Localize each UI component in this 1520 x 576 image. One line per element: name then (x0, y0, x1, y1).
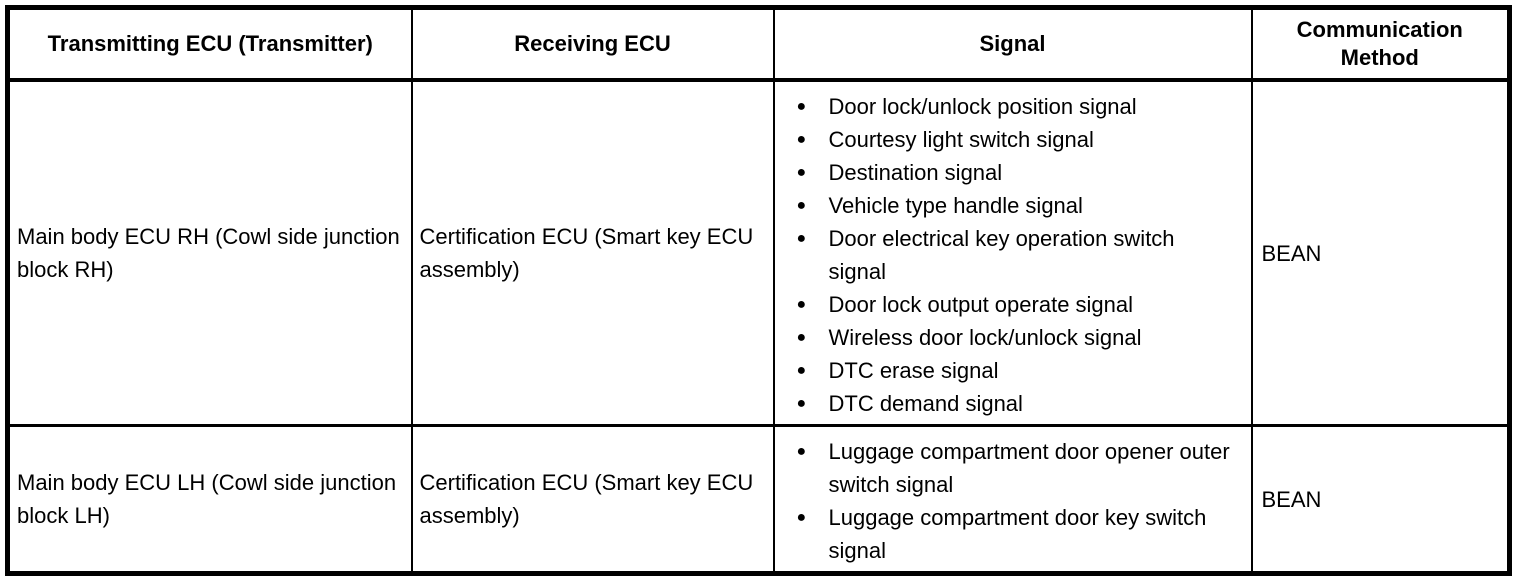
cell-communication-method: BEAN (1250, 424, 1511, 575)
signal-item: ● Luggage compartment door key switch sig… (775, 501, 1231, 567)
manual-page: Transmitting ECU (Transmitter) Receiving… (5, 5, 1512, 576)
bullet-icon: ● (796, 443, 807, 460)
signal-item: ● Door electrical key operation switch si… (775, 222, 1231, 288)
signal-item-label: Courtesy light switch signal (828, 127, 1094, 152)
cell-receiving-ecu: Certification ECU (Smart key ECU assembl… (410, 79, 775, 427)
signal-item-label: Luggage compartment door key switch sign… (828, 505, 1207, 563)
signal-list: ● Luggage compartment door opener outer s… (775, 435, 1231, 567)
signal-item: ● Vehicle type handle signal (775, 189, 1231, 222)
signal-item: ● Luggage compartment door opener outer s… (775, 435, 1231, 501)
signal-item: ● Wireless door lock/unlock signal (775, 321, 1231, 354)
bullet-icon: ● (796, 164, 807, 181)
bullet-icon: ● (796, 395, 807, 412)
cell-receiving-ecu: Certification ECU (Smart key ECU assembl… (410, 424, 775, 575)
cell-communication-method: BEAN (1250, 79, 1511, 427)
ecu-communication-table: Transmitting ECU (Transmitter) Receiving… (5, 5, 1512, 576)
cell-signals: ● Door lock/unlock position signal ● Courte… (772, 79, 1253, 427)
col-header-communication-method: Communication Method (1250, 6, 1511, 82)
signal-item-label: Wireless door lock/unlock signal (828, 325, 1142, 350)
signal-item-label: Door electrical key operation switch sig… (828, 226, 1175, 284)
signal-item: ● DTC demand signal (775, 387, 1231, 420)
signal-item-label: Vehicle type handle signal (828, 193, 1083, 218)
col-header-transmitting-ecu: Transmitting ECU (Transmitter) (6, 6, 413, 82)
signal-item-label: DTC erase signal (828, 358, 999, 383)
bullet-icon: ● (796, 362, 807, 379)
signal-item-label: Luggage compartment door opener outer sw… (828, 439, 1230, 497)
col-header-signal: Signal (772, 6, 1253, 82)
signal-item-label: Destination signal (828, 160, 1003, 185)
cell-signals: ● Luggage compartment door opener outer s… (772, 424, 1253, 575)
signal-item: ● DTC erase signal (775, 354, 1231, 387)
signal-item: ● Destination signal (775, 156, 1231, 189)
signal-item: ● Door lock/unlock position signal (775, 90, 1231, 123)
signal-item: ● Door lock output operate signal (775, 288, 1231, 321)
signal-list: ● Door lock/unlock position signal ● Courte… (775, 90, 1231, 420)
table-row: Main body ECU LH (Cowl side junction blo… (6, 424, 1511, 575)
header-row: Transmitting ECU (Transmitter) Receiving… (6, 6, 1511, 82)
bullet-icon: ● (796, 296, 807, 313)
bullet-icon: ● (796, 509, 807, 526)
signal-item-label: Door lock output operate signal (828, 292, 1134, 317)
col-header-receiving-ecu: Receiving ECU (410, 6, 775, 82)
bullet-icon: ● (796, 197, 807, 214)
signal-item-label: Door lock/unlock position signal (828, 94, 1137, 119)
bullet-icon: ● (796, 131, 807, 148)
table-row: Main body ECU RH (Cowl side junction blo… (6, 79, 1511, 427)
bullet-icon: ● (796, 329, 807, 346)
bullet-icon: ● (796, 230, 807, 247)
cell-transmitting-ecu: Main body ECU RH (Cowl side junction blo… (6, 79, 413, 427)
bullet-icon: ● (796, 98, 807, 115)
cell-transmitting-ecu: Main body ECU LH (Cowl side junction blo… (6, 424, 413, 575)
signal-item-label: DTC demand signal (828, 391, 1023, 416)
signal-item: ● Courtesy light switch signal (775, 123, 1231, 156)
